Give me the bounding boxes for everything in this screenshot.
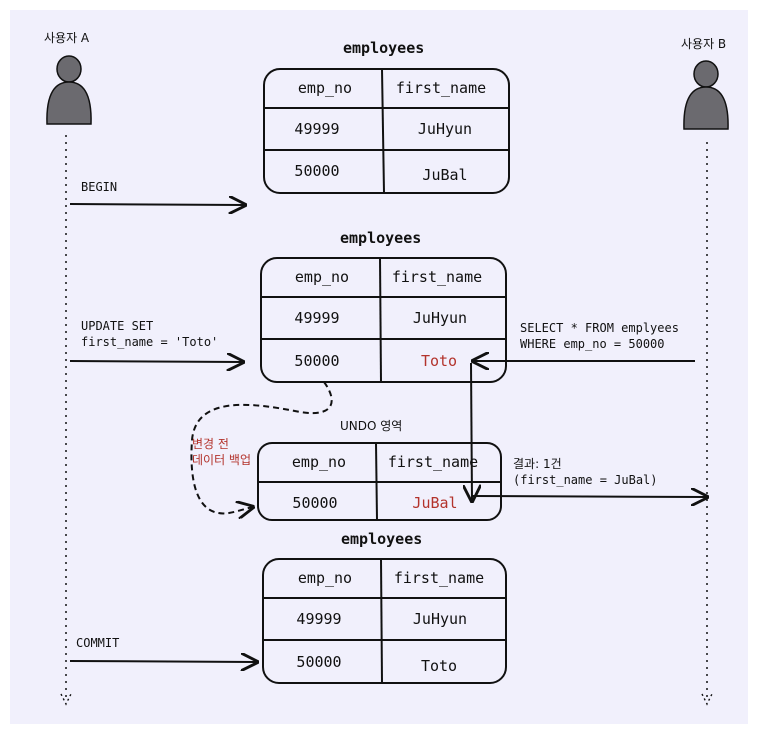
user-b-icon: [683, 60, 729, 130]
table-1-header-emp-no: emp_no: [297, 79, 353, 97]
select-label-line2: WHERE emp_no = 50000: [520, 337, 665, 351]
begin-label: BEGIN: [81, 180, 118, 194]
undo-table-header-emp-no: emp_no: [291, 453, 347, 471]
undo-note-line2: 데이터 백업: [192, 453, 252, 467]
user-a-icon: [46, 55, 92, 125]
table-2-cell: JuHyun: [412, 309, 468, 327]
table-3-header-first-name: first_name: [393, 569, 485, 587]
undo-table-frame: [257, 442, 502, 521]
user-a-label: 사용자 A: [44, 31, 90, 45]
select-label-line1: SELECT * FROM emplyees: [520, 321, 679, 335]
table-1-cell: 50000: [294, 162, 340, 180]
table-3-cell: Toto: [420, 657, 458, 675]
undo-read-arrow: [471, 362, 472, 501]
table-2-cell: 50000: [294, 352, 340, 370]
table-2-header-emp-no: emp_no: [294, 268, 350, 286]
undo-backup-curve: [190, 381, 333, 513]
table-1-cell: JuHyun: [417, 120, 473, 138]
table-2-cell: 49999: [294, 309, 340, 327]
table-3-title: employees: [341, 530, 423, 548]
commit-arrow: [69, 661, 257, 662]
table-3-frame: [262, 558, 507, 684]
update-label-line2: first_name = 'Toto': [81, 335, 219, 349]
table-2-frame: [260, 257, 507, 383]
result-arrow: [471, 496, 707, 497]
undo-note-line1: 변경 전: [192, 437, 229, 451]
table-1-cell: JuBal: [422, 166, 468, 184]
undo-table-backup-cell: JuBal: [412, 494, 458, 512]
table-1-header-first-name: first_name: [395, 79, 487, 97]
update-arrow: [69, 361, 243, 362]
user-b-label: 사용자 B: [681, 37, 727, 51]
undo-table-cell: 50000: [292, 494, 338, 512]
commit-label: COMMIT: [76, 636, 120, 650]
user-a-lifeline-end: [60, 693, 72, 706]
table-3-cell: 49999: [296, 610, 342, 628]
table-3-header-emp-no: emp_no: [297, 569, 353, 587]
table-1-frame: [263, 68, 510, 194]
table-1-cell: 49999: [294, 120, 340, 138]
result-label-line1: 결과: 1건: [513, 457, 562, 471]
table-1-title: employees: [343, 39, 425, 57]
begin-arrow: [69, 204, 245, 205]
table-2-header-first-name: first_name: [391, 268, 483, 286]
table-3-cell: JuHyun: [412, 610, 468, 628]
result-label-line2: (first_name = JuBal): [513, 473, 658, 487]
table-2-title: employees: [340, 229, 422, 247]
undo-table-header-first-name: first_name: [387, 453, 479, 471]
user-b-lifeline-end: [701, 693, 713, 706]
update-label-line1: UPDATE SET: [81, 319, 154, 333]
undo-title: UNDO 영역: [340, 419, 403, 433]
table-2-changed-cell: Toto: [420, 352, 458, 370]
table-3-cell: 50000: [296, 653, 342, 671]
